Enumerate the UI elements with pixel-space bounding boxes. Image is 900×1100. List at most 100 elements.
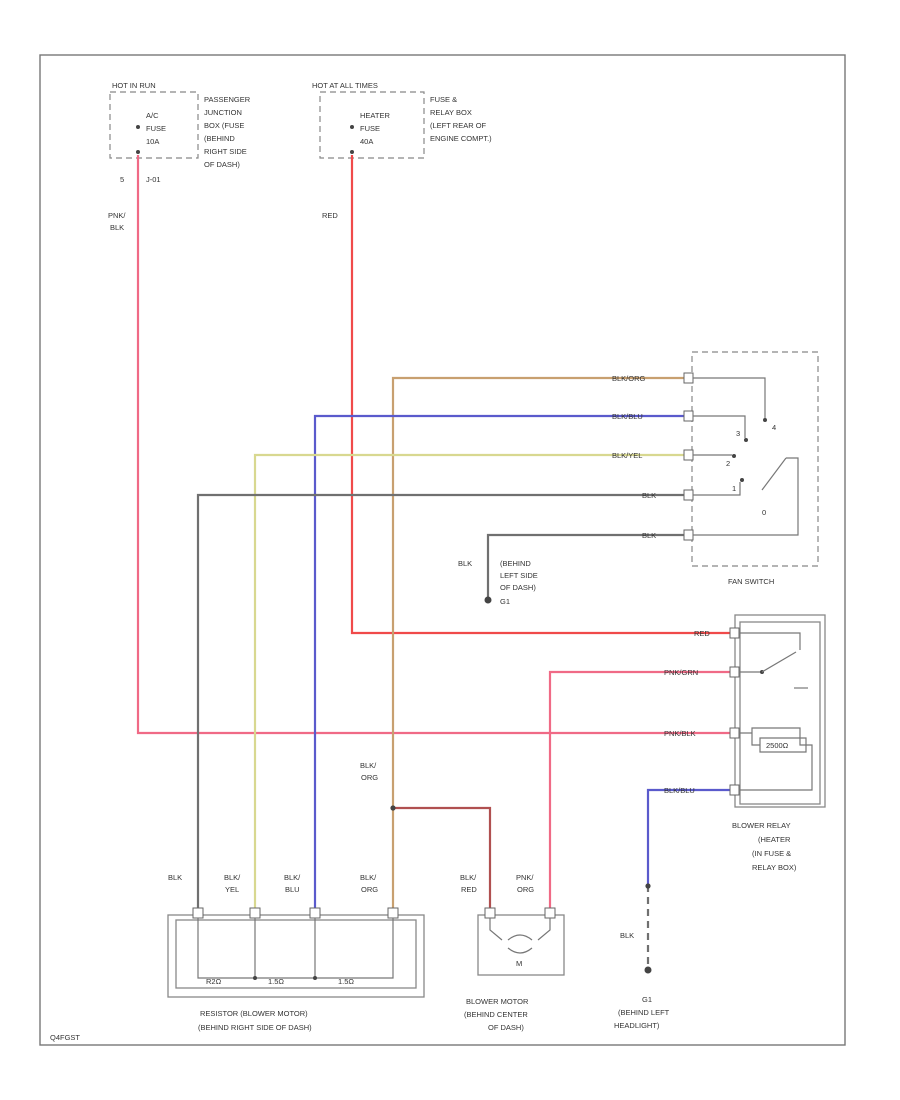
passenger-pin-number: 5 (120, 175, 124, 184)
resistor-wire-label-blk-org-1: BLK/ (360, 873, 377, 882)
passenger-fuse-line-3: 10A (146, 137, 159, 146)
wire-blk (196, 493, 685, 912)
fan-switch-pin-number-4: 4 (772, 423, 776, 432)
ground-g2-id: G1 (642, 995, 652, 1004)
resistor-value-2: 1.5Ω (268, 977, 284, 986)
resistor-inner (175, 919, 417, 989)
passenger-location-line-3: BOX (FUSE (204, 121, 244, 130)
blower-motor-label-line-2: (BEHIND CENTER (464, 1010, 528, 1019)
fan-switch-contact-2 (732, 454, 736, 458)
resistor-terminal-blk-yel (249, 907, 261, 919)
fan-switch-terminal-4 (683, 372, 694, 384)
blower-motor-internal-wiring (489, 918, 551, 941)
relay-box-location-line-3: (LEFT REAR OF (430, 121, 487, 130)
ground-g2: BLK G1 (BEHIND LEFT HEADLIGHT) (614, 883, 670, 1030)
blower-relay-label-line-3: (IN FUSE & (752, 849, 791, 858)
relay-box-location-line-2: RELAY BOX (430, 108, 472, 117)
wire-blk-blu-relay (646, 788, 735, 885)
wire-pnk-blk (136, 155, 735, 735)
fan-switch-contact-3 (744, 438, 748, 442)
resistor-wire-label-blk-yel-1: BLK/ (224, 873, 241, 882)
fan-switch-terminal-1 (683, 489, 694, 501)
resistor-value-1: R2Ω (206, 977, 222, 986)
passenger-connector-id: J-01 (146, 175, 161, 184)
wire-red (350, 155, 735, 635)
fan-switch-pin-label-2: BLK/YEL (612, 451, 642, 460)
resistor-label-line-2: (BEHIND RIGHT SIDE OF DASH) (198, 1023, 312, 1032)
passenger-location-line-6: OF DASH) (204, 160, 240, 169)
blower-relay-coil-value: 2500Ω (766, 741, 789, 750)
ground-g1-location-line-3: OF DASH) (500, 583, 536, 592)
fan-switch-terminal-0 (683, 529, 694, 541)
resistor-value-3: 1.5Ω (338, 977, 354, 986)
wire-pnk-org (548, 670, 735, 912)
fan-switch-contact-1 (740, 478, 744, 482)
wire-label-blk-org-1: BLK/ (360, 761, 377, 770)
blower-motor-wire-label-pnk-org-2: ORG (517, 885, 534, 894)
passenger-location-line-4: (BEHIND (204, 134, 235, 143)
blower-relay-inner (739, 621, 821, 805)
wire-label-red: RED (322, 211, 338, 220)
relay-box-fuse-dot-top (350, 125, 354, 129)
blower-relay-terminal-red (729, 627, 740, 639)
resistor-outer (167, 914, 425, 998)
ground-g1: BLK (BEHIND LEFT SIDE OF DASH) G1 (458, 559, 538, 606)
blower-motor-outer (477, 914, 565, 976)
ground-g2-splice (645, 883, 651, 889)
passenger-fuse-box: HOT IN RUN A/C FUSE 10A PASSENGER JUNCTI… (109, 81, 251, 184)
relay-box-fuse-line-3: 40A (360, 137, 373, 146)
fan-switch-pin-number-0: 0 (762, 508, 766, 517)
fan-switch-pin-label-3: BLK/BLU (612, 412, 643, 421)
wire-label-blk-org-2: ORG (361, 773, 378, 782)
blower-motor-label-line-3: OF DASH) (488, 1023, 524, 1032)
ground-g2-location-line-1: (BEHIND LEFT (618, 1008, 670, 1017)
passenger-fuse-dot-bottom (136, 150, 140, 154)
ground-g1-wire-label: BLK (458, 559, 472, 568)
blower-relay-pin-label-pnk-grn: PNK/GRN (664, 668, 698, 677)
resistor-wire-label-blk-blu-1: BLK/ (284, 873, 301, 882)
resistor-terminal-blk-blu (309, 907, 321, 919)
blower-relay-terminal-pnk-blk (729, 727, 740, 739)
blower-motor-wire-label-blk-red-2: RED (461, 885, 477, 894)
blower-motor-brushes (507, 934, 533, 954)
fan-switch-pin-label-4: BLK/ORG (612, 374, 646, 383)
passenger-location-line-2: JUNCTION (204, 108, 242, 117)
fan-switch-pin-number-3: 3 (736, 429, 740, 438)
fan-switch-terminal-3 (683, 410, 694, 422)
blower-motor: M BLK/ RED PNK/ ORG BLOWER MOTOR (BEHIND… (460, 873, 565, 1032)
passenger-fuse-dot-top (136, 125, 140, 129)
ground-g1-id: G1 (500, 597, 510, 606)
resistor-terminal-blk-org (387, 907, 399, 919)
relay-box-fuse: HOT AT ALL TIMES HEATER FUSE 40A FUSE & … (312, 81, 492, 159)
ground-g2-wire-label: BLK (620, 931, 634, 940)
diagram-frame (39, 54, 846, 1046)
ground-g1-location-line-1: (BEHIND (500, 559, 531, 568)
relay-box-fuse-header: HOT AT ALL TIMES (312, 81, 378, 90)
resistor-node-2 (313, 976, 317, 980)
blower-motor-wire-label-blk-red-1: BLK/ (460, 873, 477, 882)
fan-switch-label: FAN SWITCH (728, 577, 774, 586)
blower-relay-terminal-blk-blu (729, 784, 740, 796)
blower-relay-label-line-2: (HEATER (758, 835, 791, 844)
ground-g1-location-line-2: LEFT SIDE (500, 571, 538, 580)
passenger-fuse-header: HOT IN RUN (112, 81, 156, 90)
relay-box-fuse-dot-bottom (350, 150, 354, 154)
ground-g2-location-line-2: HEADLIGHT) (614, 1021, 660, 1030)
blower-relay-label-line-1: BLOWER RELAY (732, 821, 791, 830)
resistor-wire-label-blk-yel-2: YEL (225, 885, 239, 894)
diagram-code: Q4FGST (50, 1033, 80, 1042)
fan-switch-contact-4 (763, 418, 767, 422)
blower-relay-internal-wiring (739, 632, 813, 791)
resistor-node-1 (253, 976, 257, 980)
resistor-wire-label-blk-blu-2: BLU (285, 885, 300, 894)
resistor-wire-label-blk: BLK (168, 873, 182, 882)
wire-blk-blu (313, 414, 685, 912)
relay-box-fuse-line-1: HEATER (360, 111, 390, 120)
resistor-internal-wiring (197, 918, 394, 979)
fan-switch-pin-number-1: 1 (732, 484, 736, 493)
splice-blk-org (390, 805, 396, 811)
blower-motor-symbol: M (516, 959, 522, 968)
blower-relay-coil-box (759, 737, 807, 753)
blower-resistor: R2Ω 1.5Ω 1.5Ω BLK BLK/ YEL BLK/ BLU BLK/… (167, 873, 425, 1032)
